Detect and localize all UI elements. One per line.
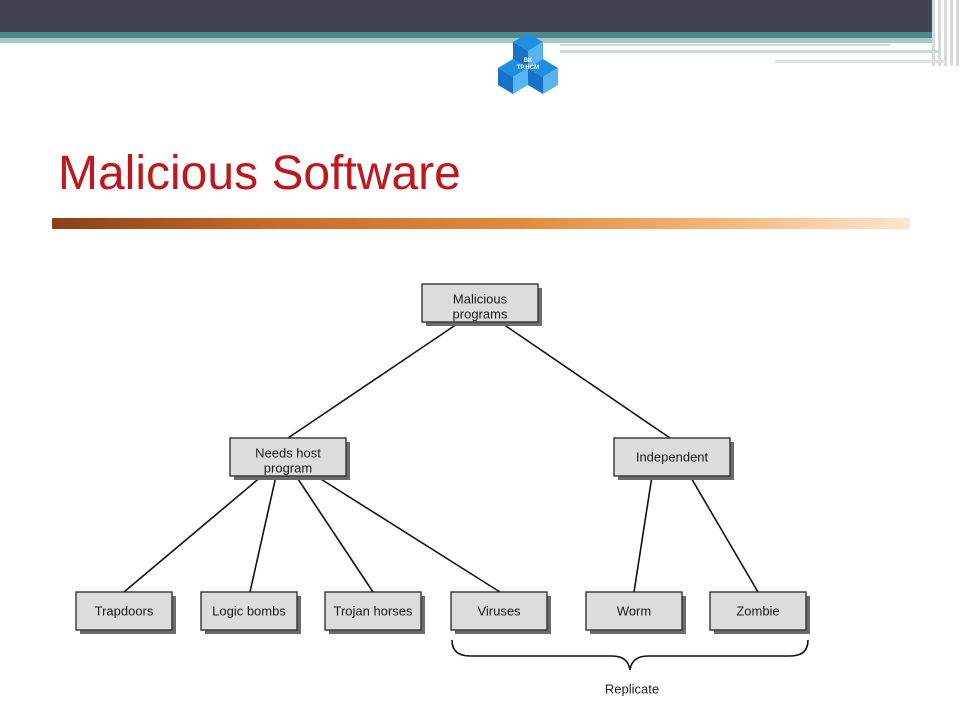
edge-needs-host-trapdoors <box>123 475 263 593</box>
node-malicious-programs: Malicious programs <box>421 283 542 326</box>
node-label: Needs host <box>255 445 321 460</box>
node-label: Zombie <box>736 603 779 618</box>
edge-root-needs-host <box>287 321 461 439</box>
edge-needs-host-logic-bombs <box>249 475 277 593</box>
node-label: Viruses <box>477 603 521 618</box>
node-label: Trapdoors <box>95 603 154 618</box>
node-label: program <box>264 460 312 475</box>
header-teal-band <box>0 32 940 38</box>
node-worm: Worm <box>585 591 686 634</box>
header-light-teal-band <box>0 38 940 43</box>
edge-independent-zombie <box>689 475 759 593</box>
node-trapdoors: Trapdoors <box>75 591 176 634</box>
node-label: Worm <box>617 603 651 618</box>
university-logo <box>498 33 558 94</box>
node-independent: Independent <box>613 437 734 480</box>
brace-label: Replicate <box>605 681 659 696</box>
logo-text-line2: TP.HCM <box>516 65 540 71</box>
header-right-decoration <box>932 0 960 66</box>
connectors <box>123 321 759 593</box>
title-underline <box>52 218 910 229</box>
node-label: Logic bombs <box>212 603 286 618</box>
node-label: Malicious <box>453 291 508 306</box>
node-zombie: Zombie <box>709 591 810 634</box>
node-label: Independent <box>636 449 709 464</box>
node-label: Trojan horses <box>334 603 413 618</box>
edge-independent-worm <box>633 475 653 593</box>
logo-text: BK TP.HCM <box>493 58 563 72</box>
logo-text-line1: BK <box>523 58 533 64</box>
node-needs-host-program: Needs host program <box>229 437 350 480</box>
edge-needs-host-trojan-horses <box>295 475 374 593</box>
replicate-brace <box>451 639 809 671</box>
node-trojan-horses: Trojan horses <box>324 591 425 634</box>
node-viruses: Viruses <box>450 591 551 634</box>
slide-title: Malicious Software <box>58 147 461 200</box>
header-dark-band <box>0 0 960 32</box>
edge-needs-host-viruses <box>315 475 501 593</box>
node-label: programs <box>453 306 508 321</box>
node-logic-bombs: Logic bombs <box>200 591 301 634</box>
edge-root-independent <box>499 321 671 439</box>
header-rule-lines <box>560 44 945 63</box>
